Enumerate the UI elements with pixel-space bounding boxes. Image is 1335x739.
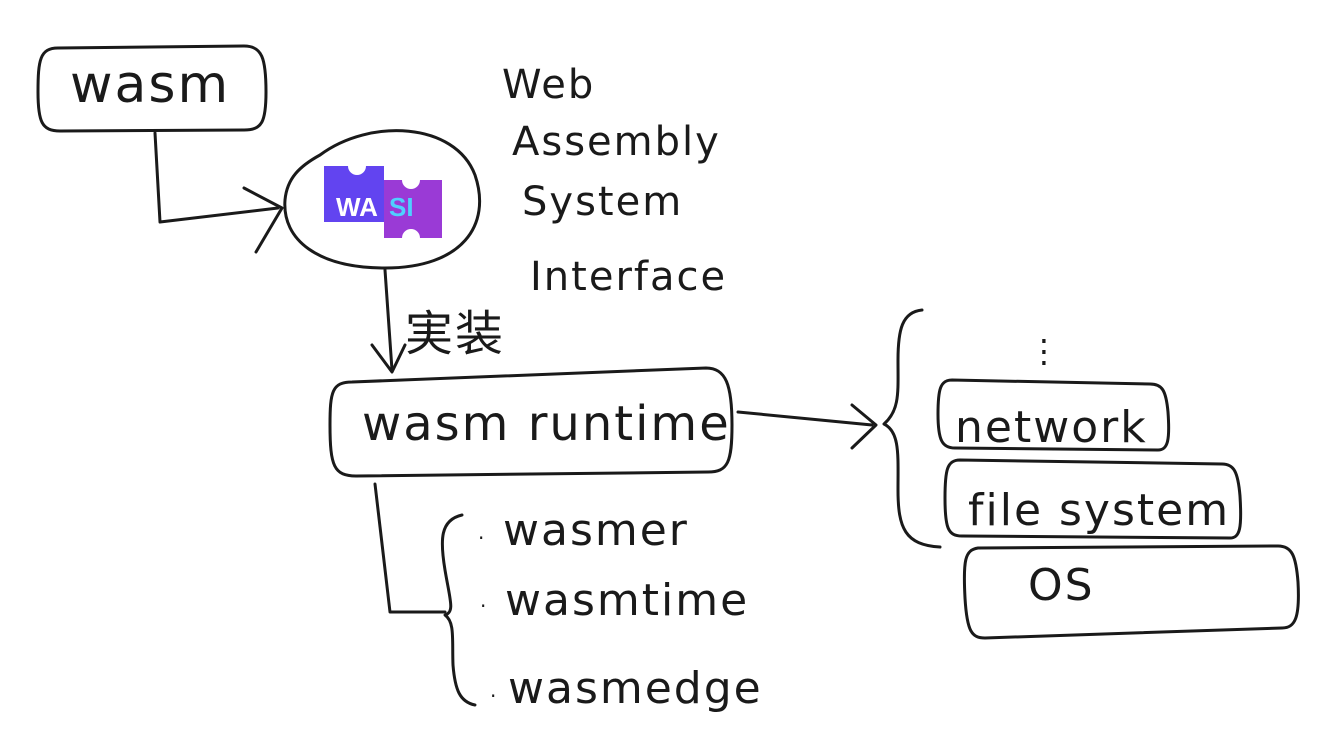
file-system-label: file system	[968, 485, 1230, 536]
list-bullet-2: ·	[480, 594, 488, 618]
arrow-wasm-to-wasi	[153, 131, 280, 224]
layers-brace	[882, 308, 942, 549]
layers-ellipsis: ⋮	[1028, 332, 1062, 370]
arrow-wasi-to-runtime	[383, 268, 394, 372]
runtime-item-wasmedge: wasmedge	[508, 663, 763, 714]
runtime-item-wasmtime: wasmtime	[505, 575, 749, 626]
arrow-wasi-to-runtime-head	[370, 343, 407, 374]
network-box	[936, 378, 1171, 452]
wasm-label: wasm	[70, 55, 230, 115]
wasi-expansion-system: System	[522, 179, 683, 225]
arrow-runtime-to-layers	[736, 410, 874, 427]
wasm-box	[36, 44, 268, 133]
wasi-logo-right-tile	[384, 180, 442, 238]
network-label: network	[955, 402, 1148, 453]
implementation-label: 実装	[405, 306, 505, 362]
os-box	[962, 544, 1300, 640]
file-system-box	[943, 458, 1243, 540]
wasi-circle	[283, 129, 481, 270]
os-label: OS	[1028, 560, 1095, 611]
wasi-expansion-assembly: Assembly	[512, 119, 721, 165]
wasi-logo-si-text: SI	[389, 192, 414, 222]
wasi-expansion-interface: Interface	[530, 254, 727, 300]
list-bullet-3: ·	[490, 684, 498, 708]
runtime-list-brace	[440, 513, 477, 707]
wasi-logo: WA SI	[324, 166, 442, 238]
runtime-box	[328, 366, 734, 478]
wasi-logo-left-tile	[324, 166, 384, 222]
runtime-label: wasm runtime	[362, 396, 731, 452]
runtime-to-list-connector	[373, 482, 447, 614]
arrow-runtime-to-layers-head	[850, 403, 878, 450]
list-bullet-1: ·	[478, 526, 486, 550]
wasi-logo-wa-text: WA	[336, 192, 378, 222]
runtime-item-wasmer: wasmer	[503, 505, 689, 556]
wasi-expansion-web: Web	[502, 62, 595, 108]
arrow-wasm-to-wasi-head	[242, 186, 284, 254]
